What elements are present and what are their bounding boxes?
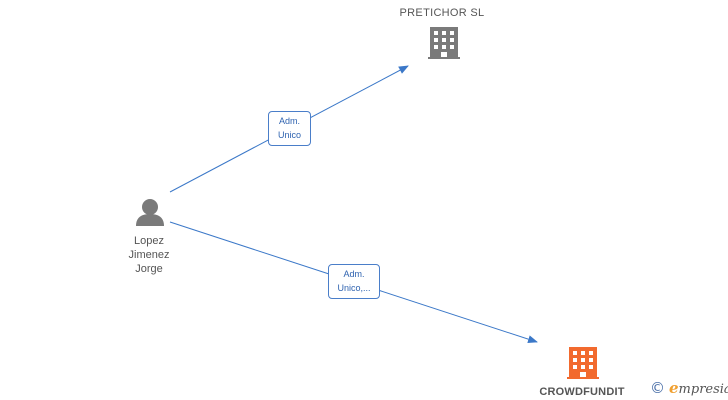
brand-initial: e: [669, 379, 679, 397]
person-name-line: Lopez: [134, 235, 164, 247]
edge-label-line: Unico,...: [337, 283, 371, 293]
copyright-icon: ©: [650, 379, 665, 397]
edge-label-line: Unico: [277, 130, 301, 140]
building-icon[interactable]: [428, 27, 460, 59]
brand-name: empresia: [669, 379, 728, 397]
edge-label-crowdfundit: Adm. Unico,...: [328, 264, 380, 299]
company-name-crowdfundit[interactable]: CROWDFUNDIT: [539, 386, 625, 398]
person-name-line: Jorge: [135, 263, 163, 275]
edge-label-line: Adm.: [278, 116, 300, 126]
edge-label-pretichor: Adm. Unico: [268, 111, 311, 146]
building-icon[interactable]: [567, 347, 599, 379]
person-icon[interactable]: [136, 199, 164, 226]
edge-label-line: Adm.: [343, 269, 365, 279]
person-name-line: Jimenez: [128, 249, 170, 261]
brand-rest: mpresia: [678, 382, 728, 397]
person-name[interactable]: Lopez Jimenez Jorge: [110, 234, 188, 276]
company-name-pretichor[interactable]: PRETICHOR SL: [399, 7, 485, 19]
brand-logo: © empresia: [650, 378, 728, 398]
